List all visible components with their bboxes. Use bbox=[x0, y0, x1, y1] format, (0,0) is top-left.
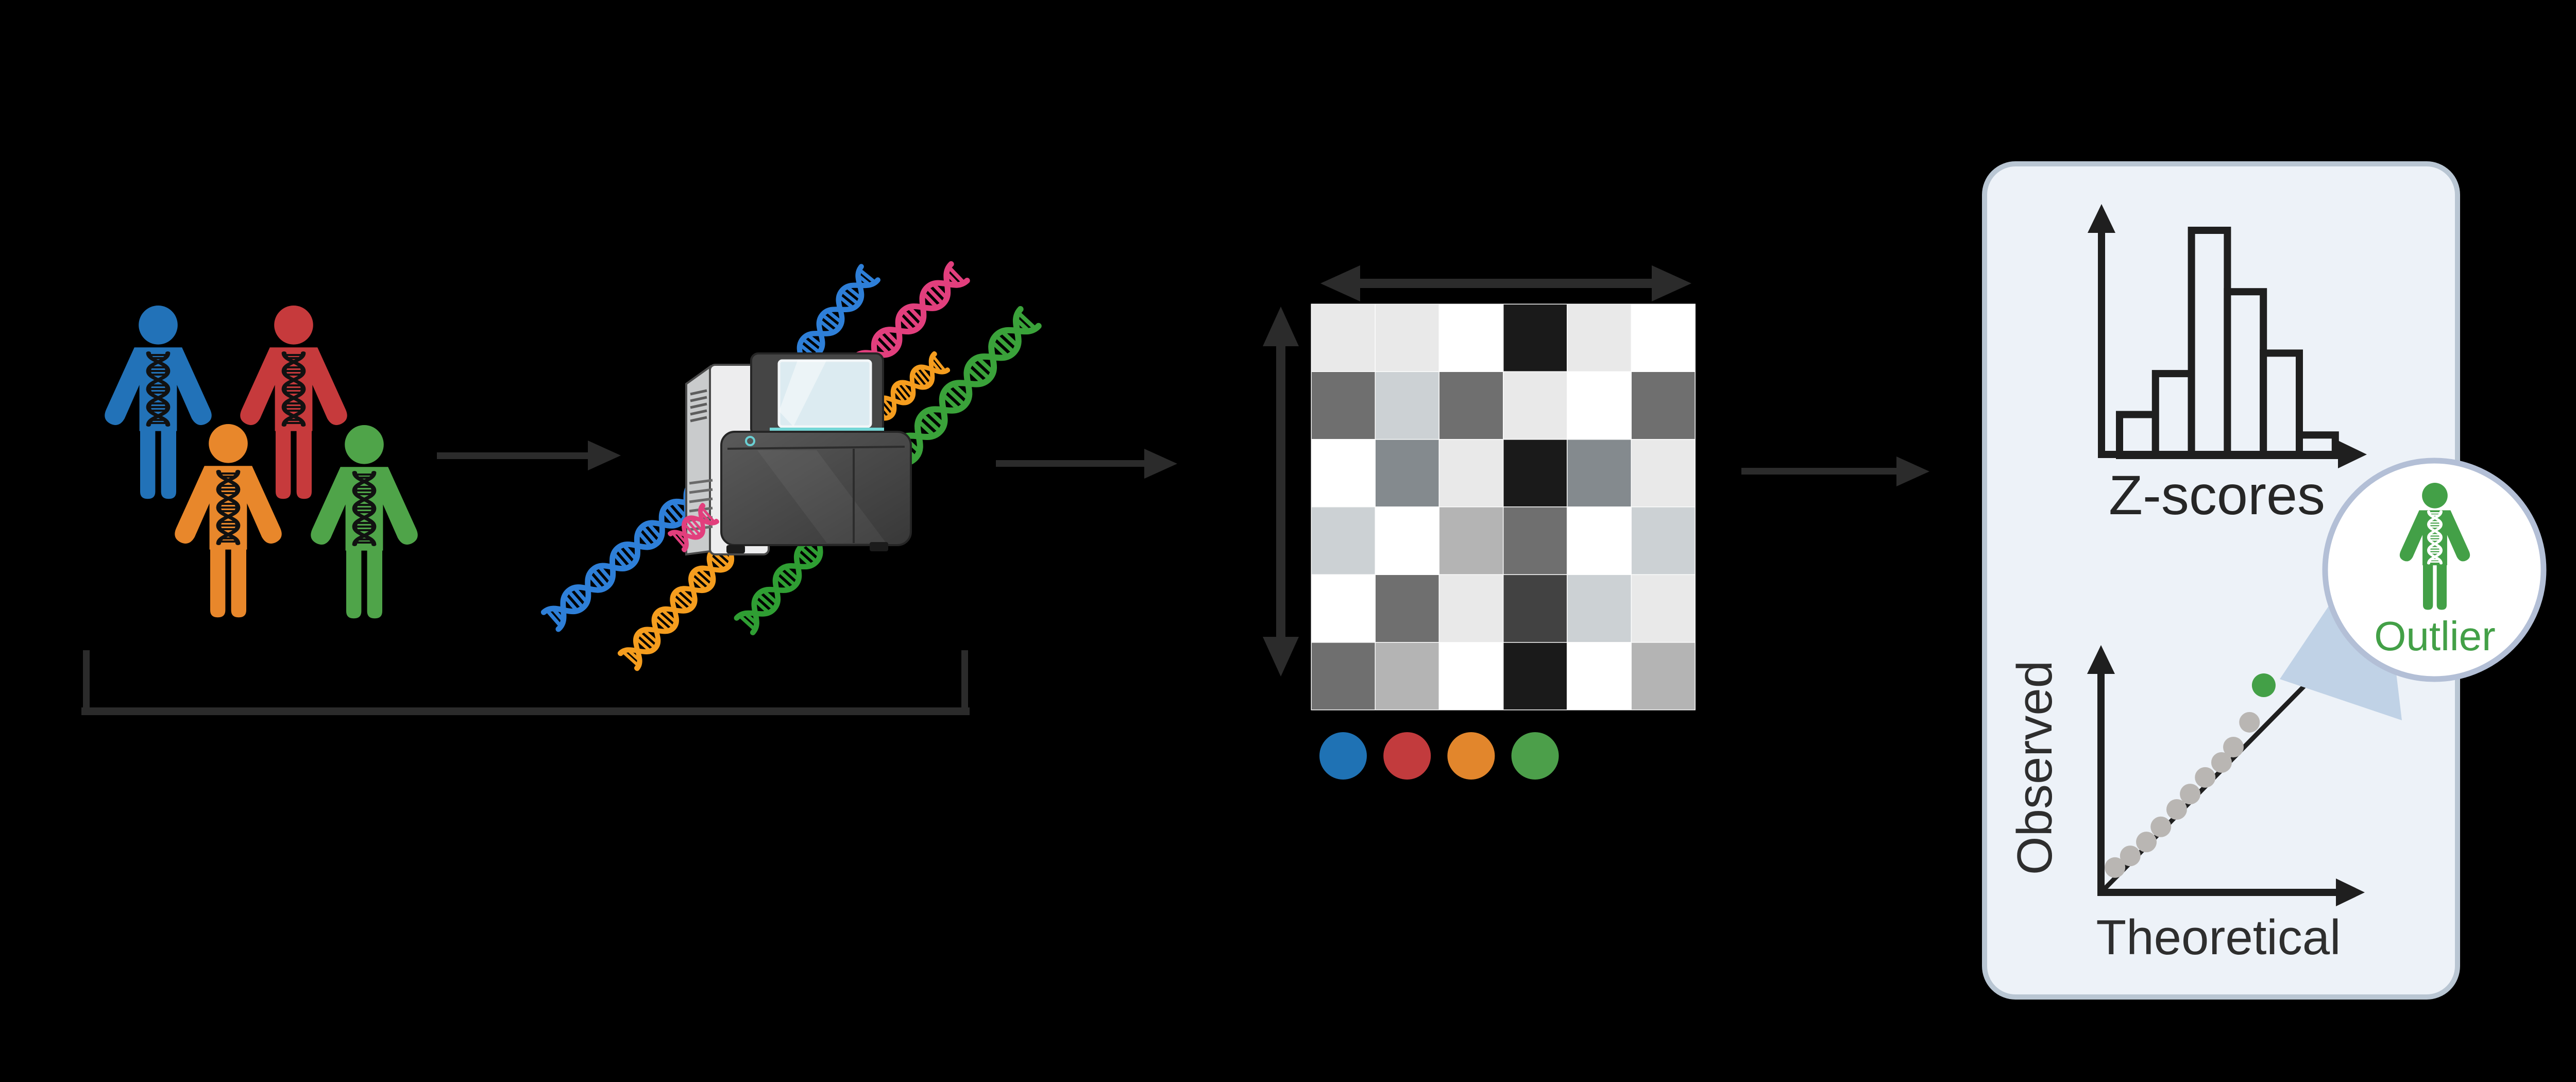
sequencer-foot-left bbox=[726, 545, 745, 553]
histogram-bar bbox=[2151, 370, 2195, 459]
matrix-cell bbox=[1567, 641, 1632, 711]
matrix-cell bbox=[1375, 574, 1440, 643]
callout-bubble bbox=[2322, 458, 2547, 682]
matrix-cells bbox=[1311, 303, 1696, 711]
sequencer-body-seam-horizontal bbox=[727, 446, 905, 450]
bracket-icon bbox=[81, 650, 970, 715]
qq-point bbox=[2211, 752, 2232, 773]
matrix-cell bbox=[1502, 303, 1568, 373]
qq-point bbox=[2180, 784, 2201, 805]
sequencer-vents-upper bbox=[690, 389, 707, 422]
sample-dot bbox=[1319, 732, 1367, 780]
matrix-cell bbox=[1311, 574, 1376, 643]
qq-point bbox=[2105, 857, 2126, 878]
outlier-label: Outlier bbox=[2374, 613, 2496, 659]
dna-icon-patient-blue bbox=[148, 353, 167, 425]
sequencer-screen bbox=[777, 359, 872, 428]
qq-axes bbox=[2087, 645, 2365, 906]
sequencer-body bbox=[720, 431, 912, 546]
matrix-cell bbox=[1567, 303, 1632, 373]
sequencer-foot-right bbox=[870, 542, 888, 551]
cohort-group bbox=[105, 306, 418, 619]
person-icon-blue bbox=[105, 306, 212, 499]
matrix-cell bbox=[1567, 506, 1632, 575]
matrix-cell bbox=[1311, 303, 1376, 373]
matrix-cell bbox=[1502, 574, 1568, 643]
arrow-right-icon-2 bbox=[996, 449, 1177, 479]
results-panel: Z-scores Observed Theoretical Outlier bbox=[1982, 161, 2547, 1000]
matrix-cell bbox=[1631, 506, 1696, 575]
observed-label: Observed bbox=[2007, 661, 2062, 875]
matrix-cell bbox=[1311, 641, 1376, 711]
matrix-cell bbox=[1502, 438, 1568, 508]
matrix-cell bbox=[1502, 371, 1568, 440]
matrix-cell bbox=[1438, 303, 1504, 373]
arrow-right-icon-1 bbox=[437, 441, 621, 470]
dna-icon-outlier bbox=[2429, 512, 2441, 564]
qq-point bbox=[2195, 767, 2216, 788]
matrix-cell bbox=[1631, 574, 1696, 643]
matrix-cell bbox=[1438, 641, 1504, 711]
matrix-cell bbox=[1438, 574, 1504, 643]
matrix-cell bbox=[1502, 641, 1568, 711]
sample-dots bbox=[1319, 732, 1559, 780]
sequencer-icon bbox=[685, 352, 912, 556]
zscore-histogram: Z-scores bbox=[2088, 204, 2367, 526]
qq-point bbox=[2166, 799, 2187, 820]
sequencer-screen-shine bbox=[779, 361, 826, 427]
qq-point bbox=[2239, 712, 2260, 733]
matrix-cell bbox=[1375, 641, 1440, 711]
qq-points bbox=[2105, 673, 2276, 878]
histogram-bar bbox=[2260, 349, 2303, 460]
zscores-label: Z-scores bbox=[2109, 464, 2325, 526]
histogram-axes bbox=[2088, 204, 2367, 468]
person-icon-orange bbox=[175, 424, 282, 618]
double-arrow-horizontal-icon bbox=[1320, 265, 1691, 301]
matrix-cell bbox=[1631, 371, 1696, 440]
matrix-cell bbox=[1631, 303, 1696, 373]
matrix-cell bbox=[1631, 438, 1696, 508]
matrix-cell bbox=[1631, 641, 1696, 711]
qq-point bbox=[2223, 737, 2244, 758]
matrix-cell bbox=[1438, 506, 1504, 575]
sequencer-indicator-light bbox=[745, 436, 755, 446]
sample-dot bbox=[1447, 732, 1495, 780]
matrix-cell bbox=[1375, 371, 1440, 440]
double-arrow-vertical-icon bbox=[1263, 307, 1299, 677]
qq-point bbox=[2150, 816, 2172, 837]
histogram-bar bbox=[2188, 227, 2231, 459]
qq-plot: Observed Theoretical bbox=[2007, 645, 2365, 965]
matrix-cell bbox=[1311, 438, 1376, 508]
histogram-bar bbox=[2116, 411, 2159, 460]
dna-icon-patient-green bbox=[354, 472, 374, 545]
matrix-cell bbox=[1311, 506, 1376, 575]
qq-outlier-point bbox=[2251, 673, 2276, 698]
person-icon-green bbox=[311, 425, 418, 619]
qq-point bbox=[2120, 846, 2141, 867]
matrix-cell bbox=[1375, 303, 1440, 373]
person-icon-red bbox=[240, 306, 347, 499]
matrix-cell bbox=[1375, 506, 1440, 575]
dna-icon-patient-red bbox=[284, 353, 303, 425]
matrix-cell bbox=[1311, 371, 1376, 440]
qq-point bbox=[2136, 832, 2157, 853]
theoretical-label: Theoretical bbox=[2096, 910, 2341, 965]
matrix-cell bbox=[1567, 371, 1632, 440]
matrix-cell bbox=[1375, 438, 1440, 508]
histogram-bar bbox=[2224, 288, 2267, 459]
arrow-right-icon-3 bbox=[1741, 457, 1929, 486]
sample-dot bbox=[1383, 732, 1431, 780]
matrix-cell bbox=[1438, 438, 1504, 508]
dna-icon-patient-orange bbox=[218, 471, 238, 544]
matrix-cell bbox=[1567, 438, 1632, 508]
matrix-cell bbox=[1567, 574, 1632, 643]
sample-dot bbox=[1511, 732, 1559, 780]
outlier-callout: Outlier bbox=[2280, 458, 2547, 720]
expression-matrix bbox=[1263, 265, 1696, 780]
matrix-cell bbox=[1438, 371, 1504, 440]
matrix-cell bbox=[1502, 506, 1568, 575]
